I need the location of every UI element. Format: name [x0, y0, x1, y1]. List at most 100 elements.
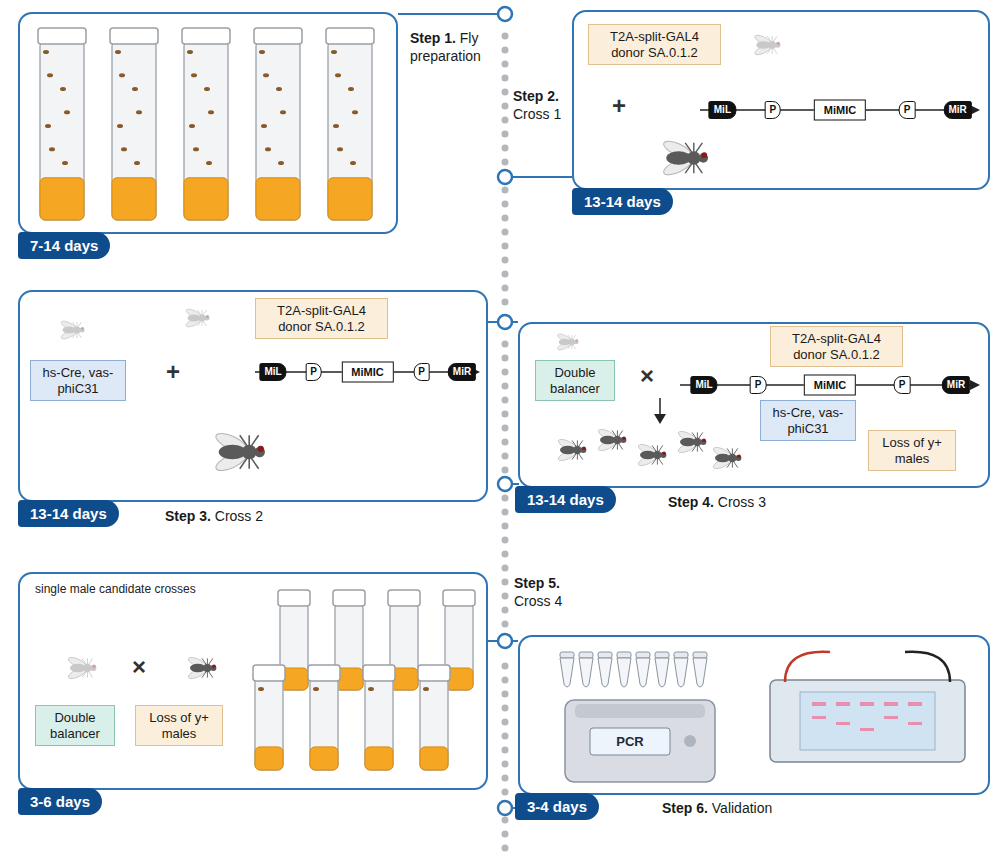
construct-element: MiL [709, 101, 736, 119]
duration-tag: 13-14 days [515, 486, 616, 513]
drawing-shape [112, 40, 156, 220]
duration-text: 13-14 days [527, 491, 604, 508]
timeline-dot [502, 61, 509, 68]
fly-icon [60, 319, 85, 340]
duration-text: 3-4 days [527, 798, 587, 815]
drawing-shape [62, 161, 68, 165]
timeline-dot [502, 495, 509, 502]
drawing-shape [240, 435, 249, 449]
genotype-box: Loss of y+ males [868, 430, 956, 471]
drawing-shape [363, 665, 395, 681]
drawing-shape [121, 147, 127, 151]
timeline-dot [502, 719, 509, 726]
drawing-shape [328, 40, 372, 220]
timeline-dot [502, 397, 509, 404]
drawing-shape [38, 28, 86, 44]
drawing-shape [333, 590, 365, 606]
construct-arrowhead [970, 105, 980, 115]
gel-band [884, 716, 898, 719]
cross-sign: × [132, 655, 146, 679]
timeline-dot [502, 89, 509, 96]
drawing-shape [694, 161, 703, 173]
pcr-tube [693, 658, 707, 687]
duration-text: 3-6 days [30, 793, 90, 810]
timeline-marker [498, 634, 512, 648]
timeline-dot [502, 243, 509, 250]
step-heading: Step 5. Cross 4 [514, 575, 570, 610]
drawing-shape [767, 47, 772, 54]
drawing-shape [572, 343, 576, 349]
drawing-shape [77, 332, 82, 339]
step-number: Step 6. [662, 800, 708, 816]
drawing-shape [732, 460, 737, 468]
drawing-shape [205, 316, 210, 321]
drawing-shape [132, 87, 138, 91]
timeline-dot [502, 257, 509, 264]
drawing-shape [207, 670, 212, 678]
genotype-box: Double balancer [35, 705, 115, 746]
drawing-shape [45, 124, 51, 128]
timeline-dot [502, 607, 509, 614]
drawing-shape [772, 36, 777, 43]
timeline-dot [502, 47, 509, 54]
drawing-shape [662, 451, 666, 455]
drawing-shape [575, 339, 578, 342]
genotype-text: Loss of y+ males [144, 710, 214, 741]
down-arrow-head [654, 414, 666, 424]
fly-vial [254, 28, 302, 220]
duration-text: 7-14 days [30, 237, 98, 254]
gel-band [836, 702, 850, 706]
gel-band [836, 722, 850, 725]
drawing-shape [423, 687, 429, 691]
cross-sign: × [640, 364, 654, 388]
pcr-machine [565, 700, 715, 782]
drawing-shape [702, 438, 706, 442]
pcr-tube [598, 652, 612, 658]
construct-element: P [764, 101, 781, 119]
genotype-text: T2A-split-GAL4 donor SA.0.1.2 [264, 303, 379, 334]
construct-element: MiR [448, 363, 476, 381]
timeline-dot [502, 33, 509, 40]
drawing-shape [254, 28, 302, 44]
fly-vial [418, 665, 450, 770]
mimic-cassette: MiMIC [814, 100, 866, 121]
step-title: Cross 2 [215, 508, 263, 524]
fly-icon [67, 655, 96, 680]
step-title: Cross 4 [514, 593, 562, 609]
drawing-shape [49, 147, 55, 151]
genotype-text: Double balancer [44, 710, 106, 741]
pcr-tube [617, 658, 631, 687]
drawing-shape [202, 658, 207, 666]
drawing-shape [737, 454, 741, 458]
genotype-text: Double balancer [544, 365, 606, 396]
drawing-shape [577, 440, 582, 448]
drawing-shape [568, 343, 572, 349]
timeline-dot [502, 817, 509, 824]
timeline-dot [502, 845, 509, 852]
pcr-tube [560, 658, 574, 687]
drawing-shape [81, 327, 84, 330]
drawing-shape [276, 87, 282, 91]
genotype-box: T2A-split-GAL4 donor SA.0.1.2 [588, 24, 721, 65]
genotype-box: T2A-split-GAL4 donor SA.0.1.2 [770, 326, 903, 367]
timeline-dot [502, 621, 509, 628]
pcr-tube [655, 658, 669, 687]
drawing-shape [335, 73, 341, 77]
drawing-shape [258, 687, 264, 691]
fly-vial [308, 665, 340, 770]
drawing-shape [198, 310, 203, 317]
pcr-tube [598, 658, 612, 687]
drawing-shape [772, 47, 777, 54]
drawing-shape [701, 152, 707, 158]
drawing-shape [617, 430, 622, 438]
gel-box [770, 680, 965, 762]
drawing-shape [420, 747, 448, 770]
drawing-shape [278, 161, 284, 165]
timeline-dot [502, 523, 509, 530]
drawing-shape [255, 747, 283, 770]
timeline-dot [502, 663, 509, 670]
drawing-shape [580, 447, 586, 453]
step-heading: Step 1. Fly preparation [410, 30, 500, 65]
step-number: Step 3. [165, 508, 211, 524]
plus-sign: + [166, 360, 180, 384]
